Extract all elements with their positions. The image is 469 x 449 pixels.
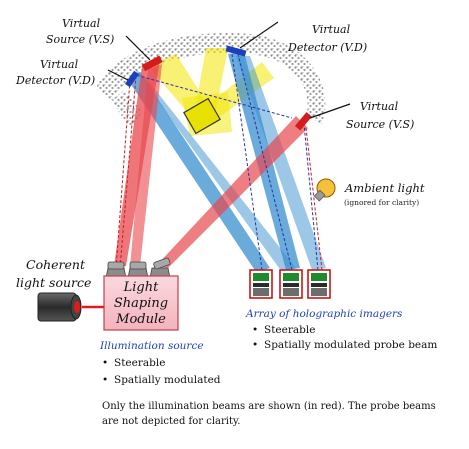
probe-beam — [134, 68, 296, 272]
light-shaping-module — [103, 275, 179, 331]
label-vs-top-1: Virtual — [62, 17, 101, 30]
leader-vd-left — [107, 69, 129, 81]
dashed-ray — [131, 73, 293, 119]
footnote-line-2: are not depicted for clarity. — [102, 416, 240, 427]
module-label-3: Module — [115, 312, 166, 327]
dashed-ray — [119, 75, 137, 269]
label-ambient-note: (ignored for clarity) — [344, 198, 419, 207]
dashed-ray — [305, 127, 323, 271]
leader-vs-right — [309, 103, 351, 119]
imagers-bullet-mark: • — [252, 339, 258, 351]
illumination-beam — [156, 116, 308, 268]
label-vs-top-2: Source (V.S) — [46, 33, 114, 46]
leader-vd-right — [239, 21, 279, 49]
illumination-bullet-mark: • — [102, 357, 108, 369]
dashed-ray — [231, 53, 263, 271]
dashed-ray — [303, 123, 319, 271]
object-cube — [183, 97, 221, 135]
ambient-beam — [196, 48, 228, 110]
label-coherent-2: light source — [16, 275, 91, 290]
label-vd-left-1: Virtual — [40, 58, 79, 71]
dashed-ray — [237, 53, 293, 271]
illumination-beam — [130, 64, 162, 266]
imagers-bullet-1: Steerable — [264, 324, 315, 336]
label-coherent-1: Coherent — [26, 257, 86, 272]
leader-vs-top — [125, 35, 151, 61]
label-ambient: Ambient light — [344, 181, 425, 195]
laser-source-icon — [37, 292, 82, 322]
lightbulb-icon — [313, 178, 336, 202]
virtual-detector-left — [124, 70, 140, 88]
scattering-surface-lower — [112, 90, 142, 128]
virtual-source-top — [141, 55, 163, 72]
illumination-bullet-2: Spatially modulated — [114, 374, 221, 386]
label-vs-right-1: Virtual — [360, 100, 399, 113]
module-label-2: Shaping — [114, 296, 168, 311]
probe-beam — [128, 72, 270, 272]
label-vd-right-1: Virtual — [312, 23, 351, 36]
holographic-imager — [249, 269, 273, 299]
footnote-line-1: Only the illumination beams are shown (i… — [102, 401, 436, 412]
label-vs-right-2: Source (V.S) — [346, 118, 414, 131]
probe-beam — [236, 56, 326, 270]
illumination-bullet-1: Steerable — [114, 357, 165, 369]
virtual-detector-right — [225, 45, 247, 57]
imagers-title: Array of holographic imagers — [245, 308, 403, 320]
label-vd-right-2: Detector (V.D) — [287, 41, 367, 54]
label-vd-left-2: Detector (V.D) — [15, 74, 95, 87]
imagers-bullet-mark: • — [252, 324, 258, 336]
holographic-imager — [307, 269, 331, 299]
illumination-title: Illumination source — [99, 340, 204, 352]
virtual-source-right — [294, 112, 312, 131]
illumination-bullet-mark: • — [102, 374, 108, 386]
imagers-bullet-2: Spatially modulated probe beam — [264, 339, 437, 351]
module-label-1: Light — [123, 280, 159, 295]
holographic-imager — [279, 269, 303, 299]
dashed-ray — [115, 79, 131, 269]
scattering-surface — [96, 32, 326, 124]
